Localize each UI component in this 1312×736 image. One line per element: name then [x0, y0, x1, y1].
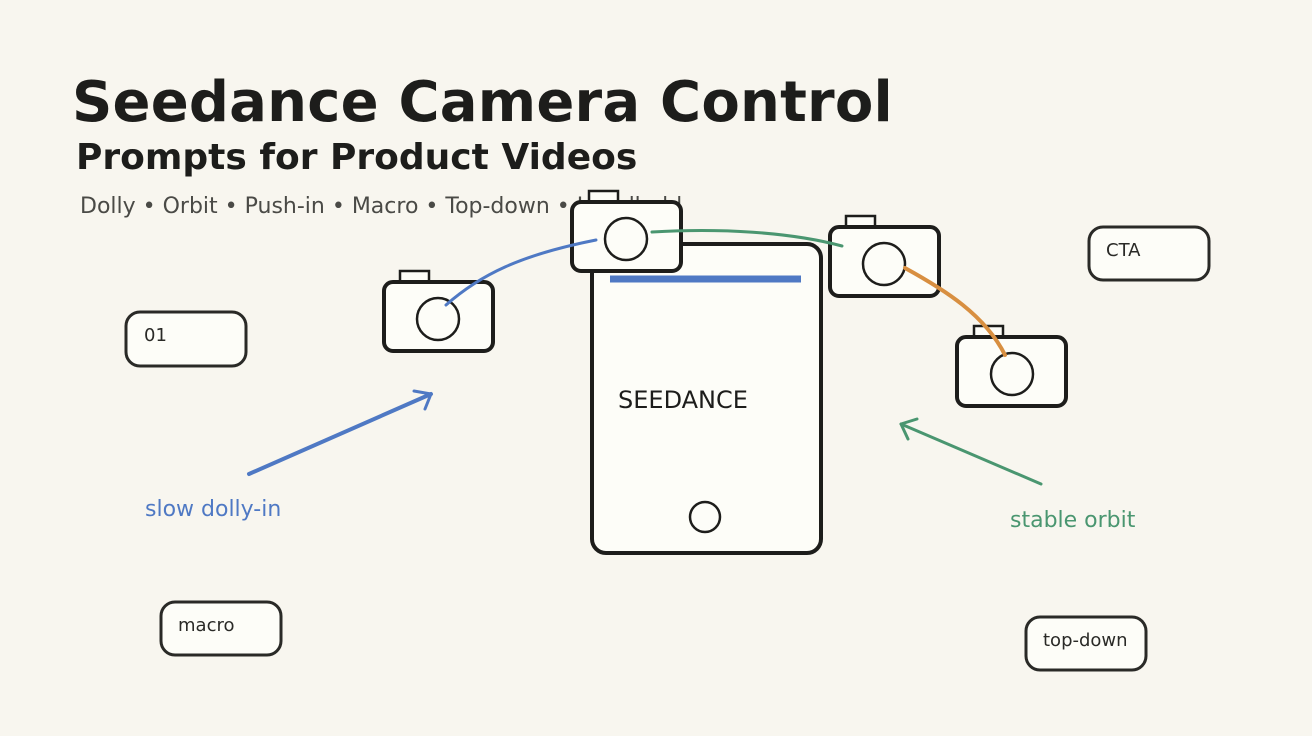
dolly-path-line: [444, 238, 598, 307]
camera-icon: [382, 269, 495, 353]
camera-icon: [828, 214, 941, 298]
annotation-stable-orbit: stable orbit: [1010, 508, 1136, 533]
camera-icon: [955, 324, 1068, 408]
tag-step-label: 01: [144, 325, 167, 346]
arrow-icon: [899, 417, 1043, 486]
product-phone: SEEDANCE: [590, 242, 823, 555]
annotation-slow-dolly-in: slow dolly-in: [145, 497, 281, 522]
page-title: Seedance Camera Control: [72, 70, 893, 135]
push-in-path-line: [903, 266, 1007, 357]
orbit-path-line: [650, 229, 844, 248]
tag-cta-label: CTA: [1106, 240, 1141, 261]
tag-top-down-label: top-down: [1043, 630, 1128, 651]
tag-top-down: top-down: [1024, 615, 1148, 672]
phone-home-button: [688, 500, 722, 534]
camera-icon: [570, 189, 683, 273]
page-subtitle: Prompts for Product Videos: [76, 137, 638, 178]
phone-brand-label: SEEDANCE: [618, 386, 748, 414]
tag-macro: macro: [159, 600, 283, 657]
arrow-icon: [247, 389, 433, 476]
tag-cta: CTA: [1087, 225, 1211, 282]
tag-macro-label: macro: [178, 615, 234, 636]
tag-step-01: 01: [124, 310, 248, 368]
